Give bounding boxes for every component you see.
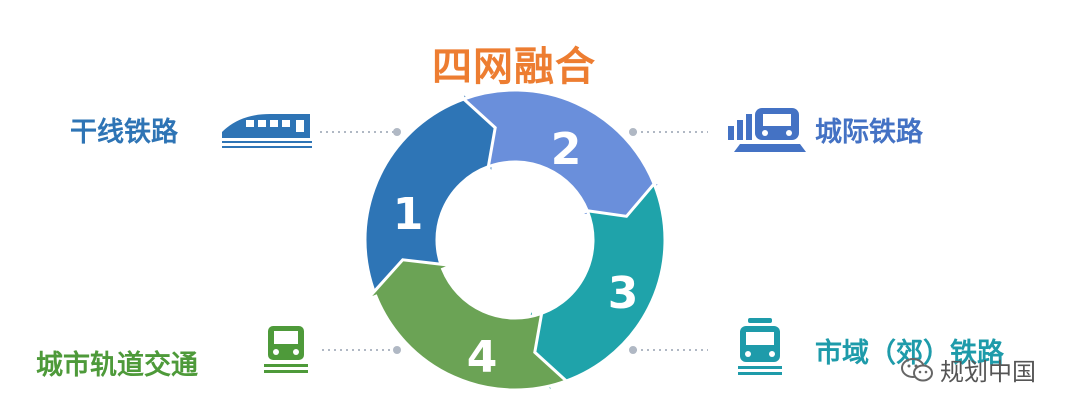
wechat-icon: [901, 357, 933, 381]
connectors: [320, 128, 708, 354]
metro-train-icon: [264, 326, 308, 373]
segment-number-1: 1: [393, 189, 424, 240]
segment-number-4: 4: [467, 332, 498, 383]
high-speed-train-icon: [222, 114, 312, 148]
connector-intercity-dot: [629, 128, 637, 136]
ring-segment-4: [365, 258, 570, 392]
connector-trunk-dot: [393, 128, 401, 136]
ring-segments: [363, 88, 667, 397]
intercity-train-icon: [728, 108, 806, 152]
connector-suburban-dot: [629, 346, 637, 354]
suburban-train-icon: [738, 318, 782, 375]
watermark: 规划中国: [900, 352, 1036, 387]
label-intercity-railway: 城际铁路: [815, 117, 923, 148]
label-trunk-railway: 干线铁路: [70, 117, 178, 148]
diagram-title: 四网融合: [432, 44, 596, 90]
connector-urban-dot: [393, 346, 401, 354]
label-urban-rail-transit: 城市轨道交通: [36, 350, 198, 381]
label-suburban-railway: 市域（郊）铁路: [815, 338, 1004, 369]
watermark-text: 规划中国: [940, 358, 1036, 386]
segment-number-2: 2: [551, 124, 582, 175]
segment-number-3: 3: [608, 268, 639, 319]
